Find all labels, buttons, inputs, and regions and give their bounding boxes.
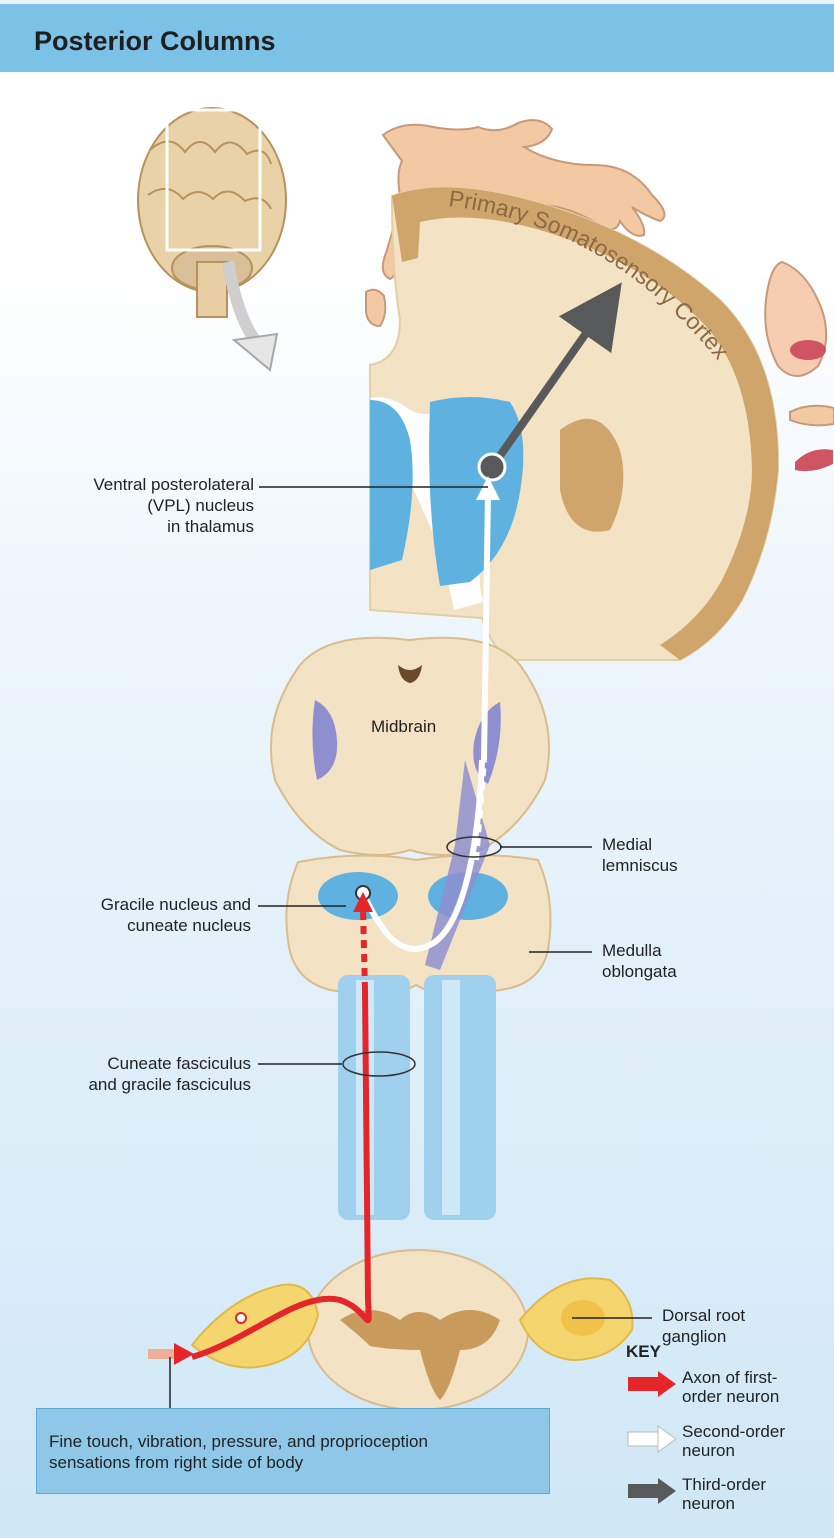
cerebrum-section (370, 187, 778, 660)
midbrain-section (271, 638, 549, 855)
vpl-label: Ventral posterolateral (VPL) nucleus in … (93, 474, 254, 537)
key-item-second-order-line1: Second-order (682, 1422, 785, 1441)
sensation-line2: sensations from right side of body (49, 1452, 549, 1473)
nuclei-label-line2: cuneate nucleus (101, 915, 251, 936)
drg-label-line1: Dorsal root (662, 1305, 745, 1326)
key-title: KEY (626, 1342, 661, 1362)
vpl-label-line3: in thalamus (93, 516, 254, 537)
nuclei-label-line1: Gracile nucleus and (101, 894, 251, 915)
medulla-label-line2: oblongata (602, 961, 677, 982)
key-item-third-order-line1: Third-order (682, 1475, 766, 1494)
medial-lemniscus-label: Medial lemniscus (602, 834, 678, 876)
vpl-label-line1: Ventral posterolateral (93, 474, 254, 495)
key-item-first-order-line2: order neuron (682, 1387, 779, 1406)
key-arrows (628, 1371, 676, 1504)
medulla-label-line1: Medulla (602, 940, 677, 961)
midbrain-label: Midbrain (371, 717, 436, 737)
key-item-first-order: Axon of first- order neuron (682, 1368, 779, 1406)
nuclei-label: Gracile nucleus and cuneate nucleus (101, 894, 251, 936)
fasciculus-label: Cuneate fasciculus and gracile fasciculu… (88, 1053, 251, 1095)
sensation-box: Fine touch, vibration, pressure, and pro… (36, 1408, 550, 1494)
vpl-label-line2: (VPL) nucleus (93, 495, 254, 516)
key-item-third-order: Third-order neuron (682, 1475, 766, 1513)
key-item-second-order-line2: neuron (682, 1441, 785, 1460)
sensation-line1: Fine touch, vibration, pressure, and pro… (49, 1431, 549, 1452)
key-item-first-order-line1: Axon of first- (682, 1368, 779, 1387)
drg-label-line2: ganglion (662, 1326, 745, 1347)
medulla-label: Medulla oblongata (602, 940, 677, 982)
posterior-columns (338, 975, 496, 1220)
key-item-third-order-line2: neuron (682, 1494, 766, 1513)
drg-label: Dorsal root ganglion (662, 1305, 745, 1347)
medial-lemniscus-line1: Medial (602, 834, 678, 855)
medial-lemniscus-line2: lemniscus (602, 855, 678, 876)
key-arrow-second-order (628, 1426, 676, 1452)
brain-thumbnail-icon (138, 108, 286, 370)
key-arrow-first-order (628, 1371, 676, 1397)
key-item-second-order: Second-order neuron (682, 1422, 785, 1460)
fasciculus-label-line1: Cuneate fasciculus (88, 1053, 251, 1074)
key-arrow-third-order (628, 1478, 676, 1504)
fasciculus-label-line2: and gracile fasciculus (88, 1074, 251, 1095)
